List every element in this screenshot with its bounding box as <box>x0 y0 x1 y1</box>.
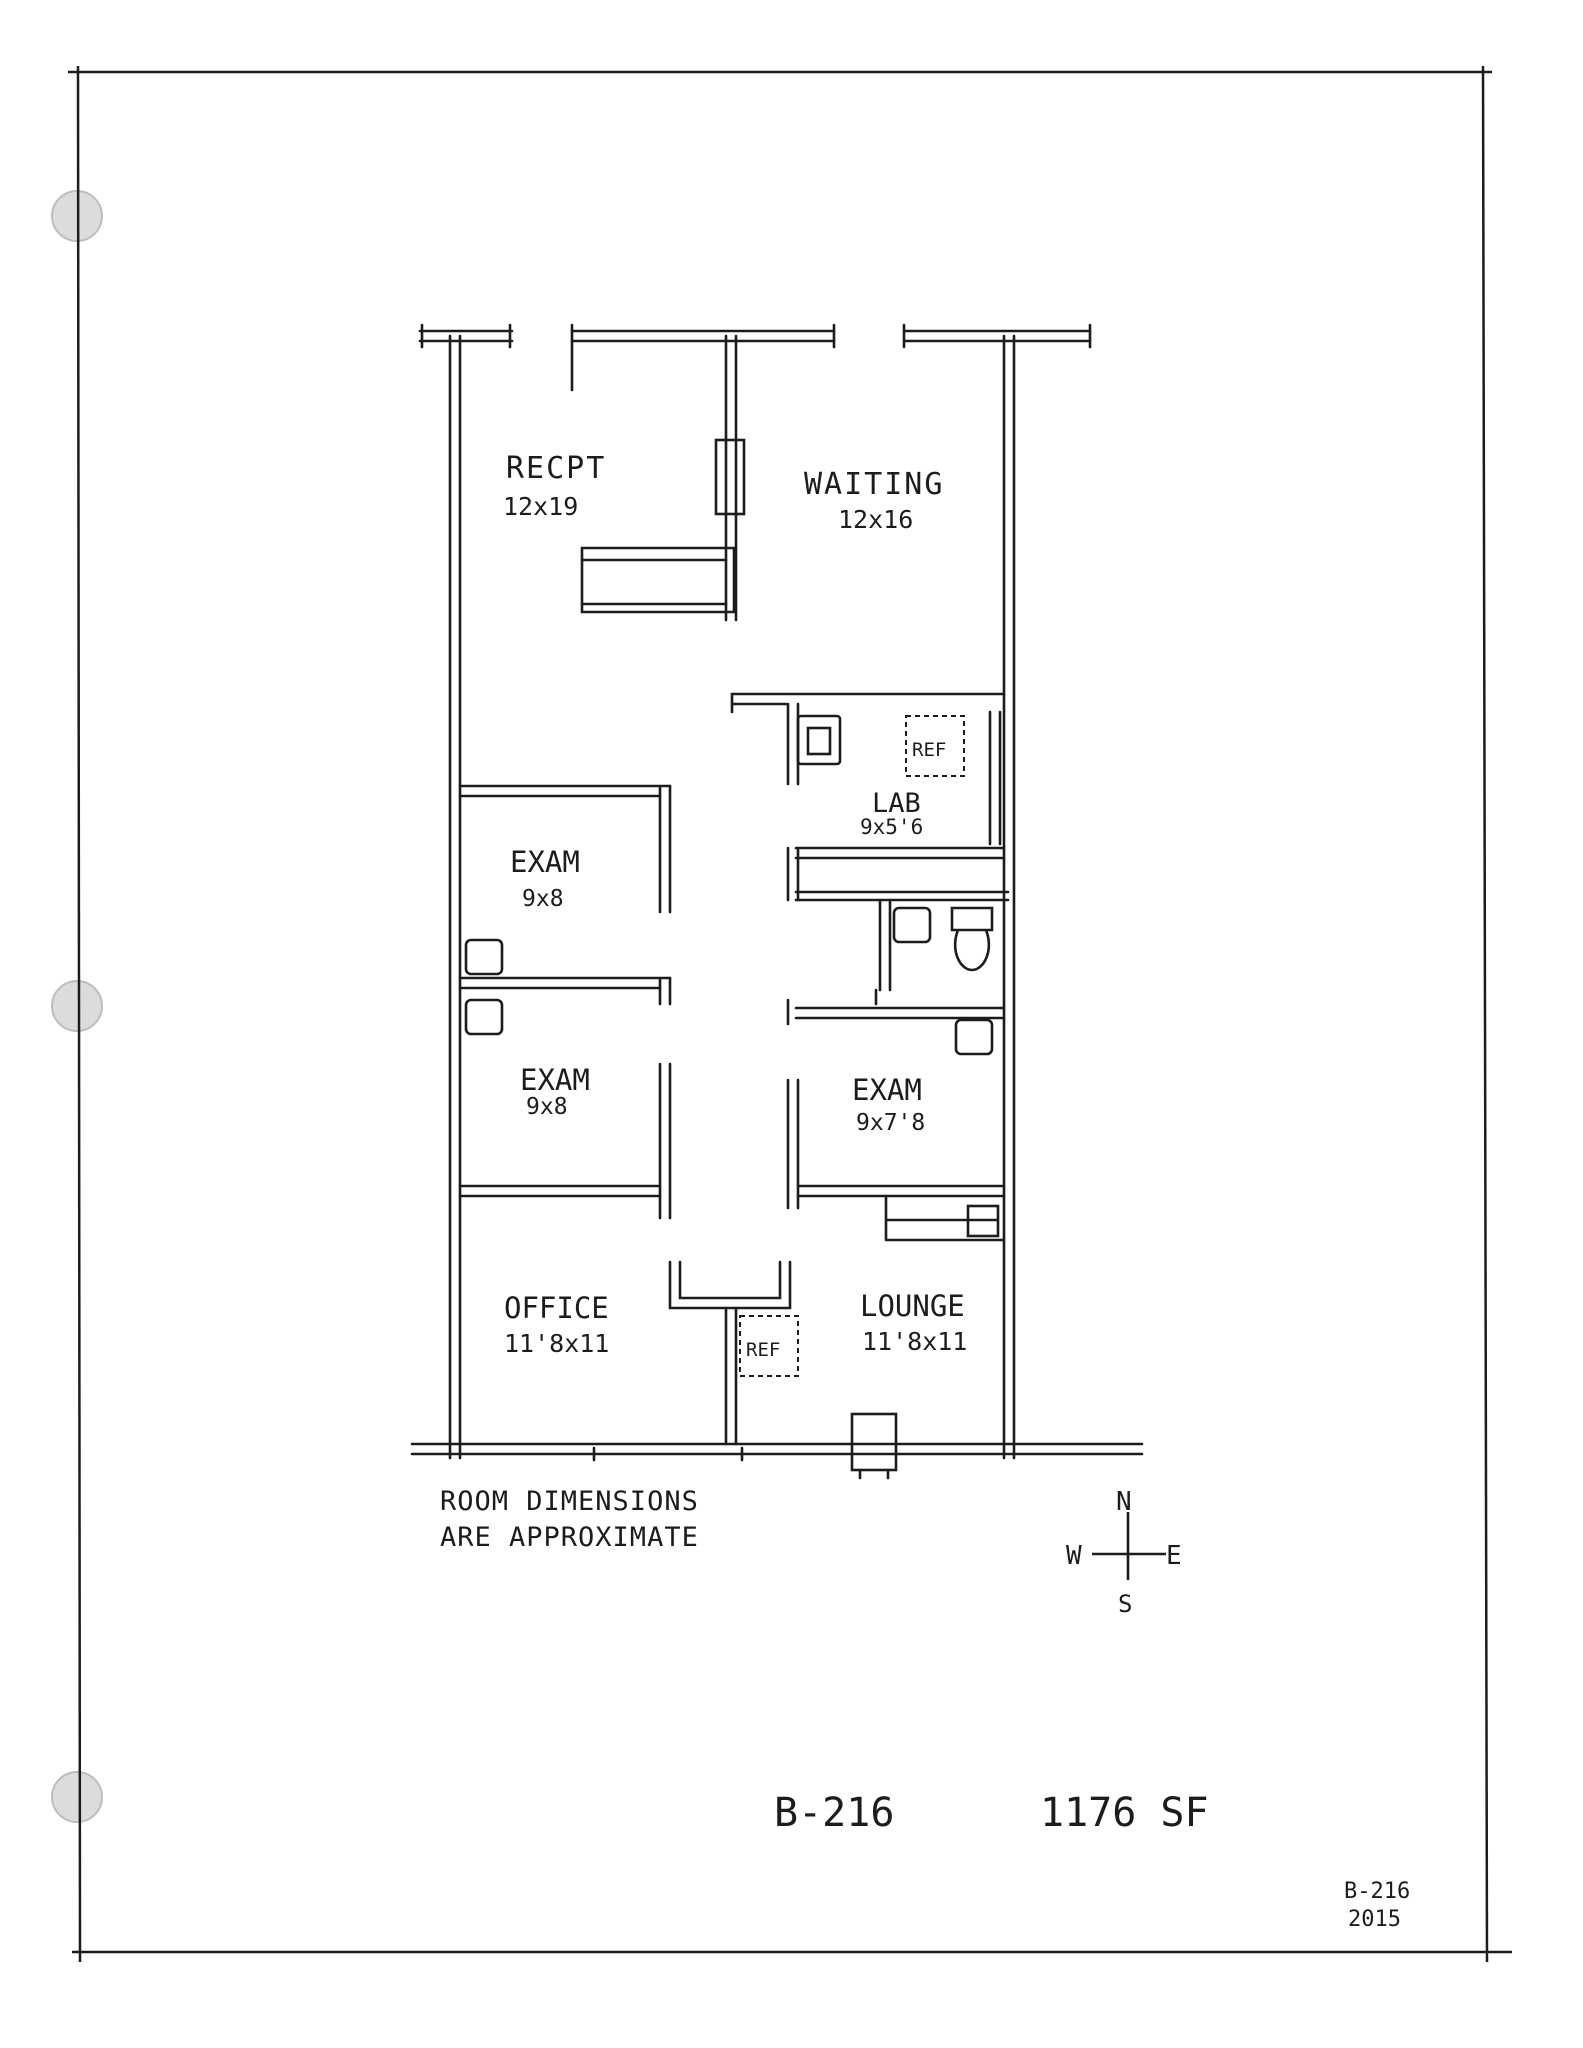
compass-north: N <box>1116 1487 1132 1517</box>
room-dims-recpt: 12x19 <box>503 492 578 521</box>
ref-label-lab: REF <box>912 739 946 761</box>
page-border <box>68 65 1512 1963</box>
room-label-lounge: LOUNGE <box>860 1289 965 1323</box>
sink-icon <box>464 938 504 976</box>
room-dims-office: 11'8x11 <box>504 1329 609 1358</box>
room-label-waiting: WAITING <box>804 467 944 502</box>
room-dims-exam-nw: 9x8 <box>522 886 564 912</box>
room-label-exam-sw: EXAM <box>520 1063 590 1097</box>
room-label-lab: LAB <box>872 788 921 819</box>
compass-east: E <box>1166 1541 1182 1571</box>
sink-icon <box>796 714 842 766</box>
room-labels: RECPT 12x19 WAITING 12x16 LAB 9x5'6 EXAM… <box>503 451 967 1361</box>
refrigerator-icon <box>739 1315 799 1377</box>
dimensions-note-line-1: ROOM DIMENSIONS <box>440 1486 699 1517</box>
sink-icon <box>892 906 932 944</box>
binder-holes <box>51 190 103 1823</box>
suite-number: B-216 <box>774 1790 894 1836</box>
room-label-office: OFFICE <box>504 1291 609 1325</box>
ref-label-lounge: REF <box>746 1339 780 1361</box>
refrigerator-icon <box>905 715 965 777</box>
sink-icon <box>464 998 504 1036</box>
floor-plan-walls <box>410 323 1144 1480</box>
compass-south: S <box>1118 1590 1132 1618</box>
room-dims-exam-sw: 9x8 <box>526 1094 568 1120</box>
room-dims-lab: 9x5'6 <box>860 815 923 839</box>
suite-area: 1176 SF <box>1040 1790 1209 1836</box>
stamp-year: 2015 <box>1348 1907 1401 1932</box>
room-dims-exam-e: 9x7'8 <box>856 1110 925 1136</box>
toilet-icon <box>950 906 994 972</box>
room-dims-waiting: 12x16 <box>838 505 913 534</box>
room-label-recpt: RECPT <box>506 451 606 486</box>
stamp-number: B-216 <box>1344 1879 1410 1904</box>
sink-icon <box>966 1204 1000 1238</box>
binder-hole-icon <box>51 980 103 1032</box>
sink-icon <box>954 1018 994 1056</box>
fixtures <box>464 714 1000 1377</box>
room-dims-lounge: 11'8x11 <box>862 1327 967 1356</box>
compass-west: W <box>1066 1541 1082 1571</box>
sink-icon <box>806 726 832 756</box>
room-label-exam-nw: EXAM <box>510 845 580 879</box>
compass-icon: N S E W <box>1066 1487 1182 1618</box>
binder-hole-icon <box>51 1771 103 1823</box>
room-label-exam-e: EXAM <box>852 1073 922 1107</box>
dimensions-note-line-2: ARE APPROXIMATE <box>440 1522 699 1553</box>
